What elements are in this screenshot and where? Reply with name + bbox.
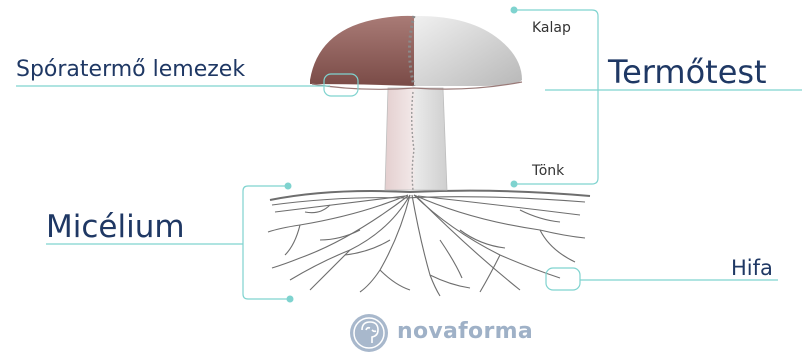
- gills-label: Spóratermő lemezek: [16, 59, 245, 81]
- mushroom-cap: [310, 16, 522, 90]
- hypha-highlight-box: [546, 268, 580, 290]
- stem-label: Tönk: [532, 164, 564, 178]
- mushroom-stem: [385, 88, 447, 190]
- brand-name: novaforma: [397, 319, 533, 344]
- mycelium-roots: [268, 191, 590, 296]
- brain-in-circle-icon: [350, 314, 388, 352]
- mycelium-label: Micélium: [46, 212, 185, 243]
- cap-label: Kalap: [532, 21, 571, 35]
- hypha-label: Hifa: [731, 258, 773, 279]
- fruiting-body-label: Termőtest: [608, 56, 767, 88]
